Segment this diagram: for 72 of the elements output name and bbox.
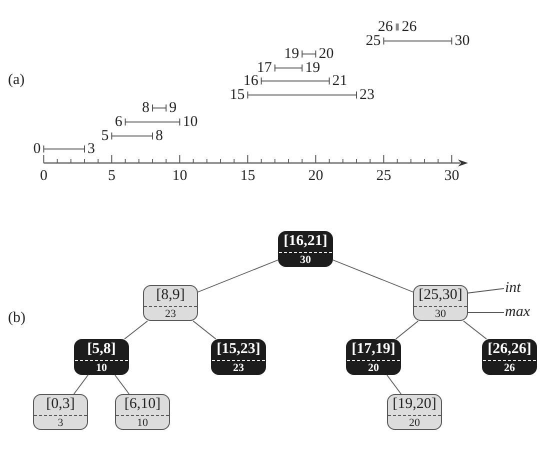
endpoint-label: 10 [182,114,198,130]
endpoint-label: 25 [366,34,381,48]
annotation-label: int [505,281,521,296]
max-value: 23 [165,309,176,320]
tree-edge [114,374,130,394]
tree-node [387,394,442,430]
endpoint-label: 3 [88,142,95,156]
tree-node [482,339,537,375]
endpoint-label: 6 [114,114,122,130]
tree-node [211,339,266,375]
tree-edge [332,260,414,292]
annotation-label: max [505,305,530,320]
tree-node [413,285,468,321]
interval-label: [15,23] [216,342,260,357]
leader-line [468,312,504,313]
tick-label: 25 [376,168,392,184]
interval-label: [16,21] [284,234,328,249]
endpoint-label: 19 [284,46,300,62]
endpoint-label: 5 [101,128,109,144]
endpoint-label: 0 [33,142,41,156]
endpoint-label: 8 [156,128,163,144]
tree-edge [124,320,148,340]
interval-label: [26,26] [488,342,532,357]
panel-label: (a) [8,72,25,88]
interval-label: [17,19] [352,342,396,357]
tick-label: 15 [240,168,256,184]
endpoint-label: 20 [318,46,334,62]
tree-edge [395,320,419,340]
max-value: 20 [368,363,379,374]
panel-label: (b) [8,310,26,326]
max-value: 26 [504,363,515,374]
tree-node [346,339,401,375]
tree-edge [198,260,278,292]
tree-node [143,285,198,321]
tree-node [74,339,129,375]
interval-label: [19,20] [392,397,436,412]
max-value: 23 [233,363,244,374]
tick-label: 20 [308,168,324,184]
endpoint-label: 23 [360,88,374,102]
tick-label: 5 [108,168,116,184]
leader-line [468,288,504,294]
endpoint-label: 16 [243,74,258,88]
tick-label: 30 [444,168,460,184]
tree-node [115,394,170,430]
max-value: 3 [58,418,64,429]
max-value: 20 [409,418,420,429]
max-value: 30 [300,255,311,266]
max-value: 10 [137,418,148,429]
endpoint-label: 9 [169,100,177,116]
endpoint-label: 26 [402,20,417,34]
max-value: 30 [435,309,446,320]
interval-label: [25,30] [418,288,462,303]
tree-edge [463,320,487,340]
tree-node [278,231,333,267]
endpoint-label: 19 [305,60,320,76]
tick-label: 10 [172,168,188,184]
endpoint-label: 8 [142,100,150,116]
endpoint-label: 21 [332,74,348,88]
tree-edge [386,374,402,394]
endpoint-label: 30 [454,34,470,48]
endpoint-label: 17 [256,60,272,76]
endpoint-label: 26 [378,20,393,34]
endpoint-label: 15 [230,88,245,102]
interval-label: [0,3] [46,397,75,412]
tree-edge [73,374,89,394]
interval-label: [8,9] [156,288,185,303]
tick-label: 0 [40,168,48,184]
interval-label: [6,10] [124,397,161,412]
interval-label: [5,8] [87,342,116,357]
max-value: 10 [96,363,107,374]
tree-edge [192,320,216,340]
tree-node [33,394,88,430]
